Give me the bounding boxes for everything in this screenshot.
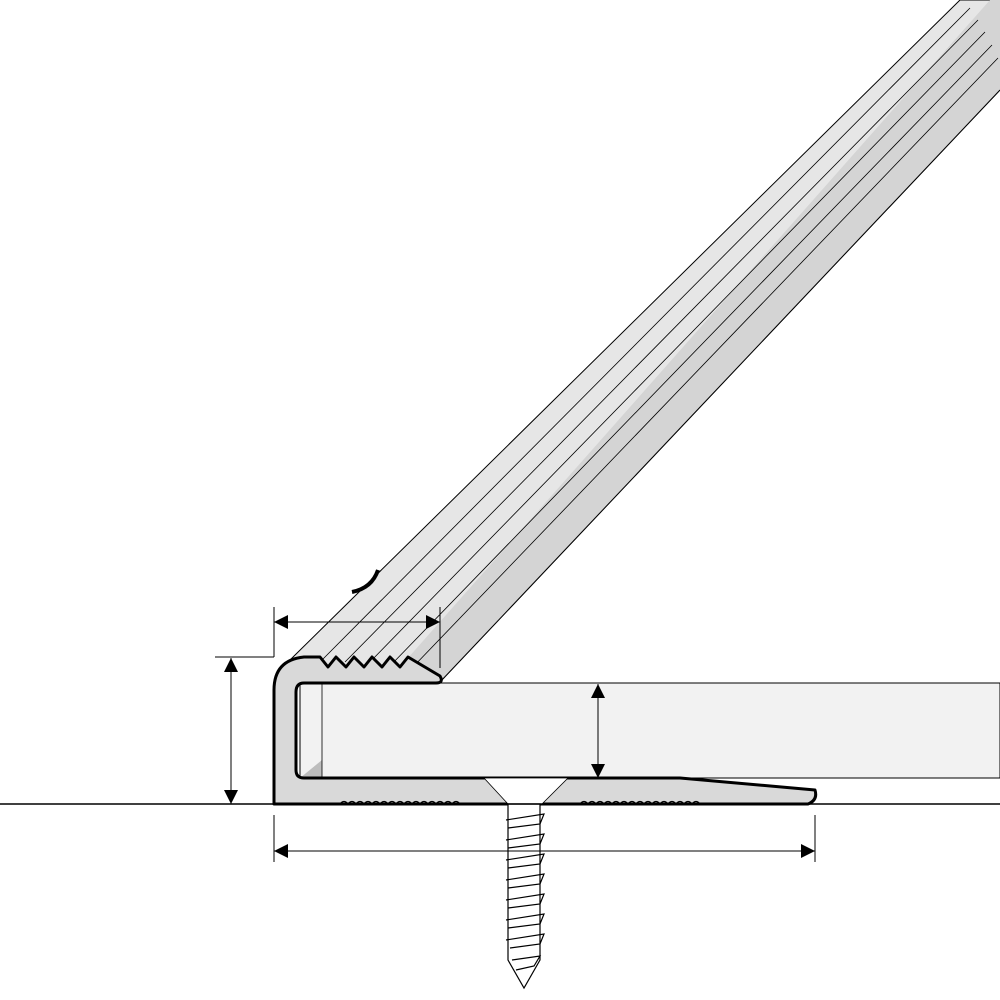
strip-groove-lines bbox=[321, 7, 999, 669]
dimension-base-width bbox=[273, 815, 816, 862]
dimension-height bbox=[215, 656, 274, 804]
bottom-serration-right bbox=[579, 800, 701, 805]
profile-curl-mark bbox=[351, 569, 380, 594]
profile-cross-section bbox=[272, 655, 818, 806]
floor-board bbox=[299, 682, 1000, 779]
dimension-top-width bbox=[273, 607, 441, 668]
profile-strip bbox=[288, 0, 1000, 683]
bottom-serration-left bbox=[339, 800, 461, 805]
screw-icon bbox=[505, 803, 545, 990]
